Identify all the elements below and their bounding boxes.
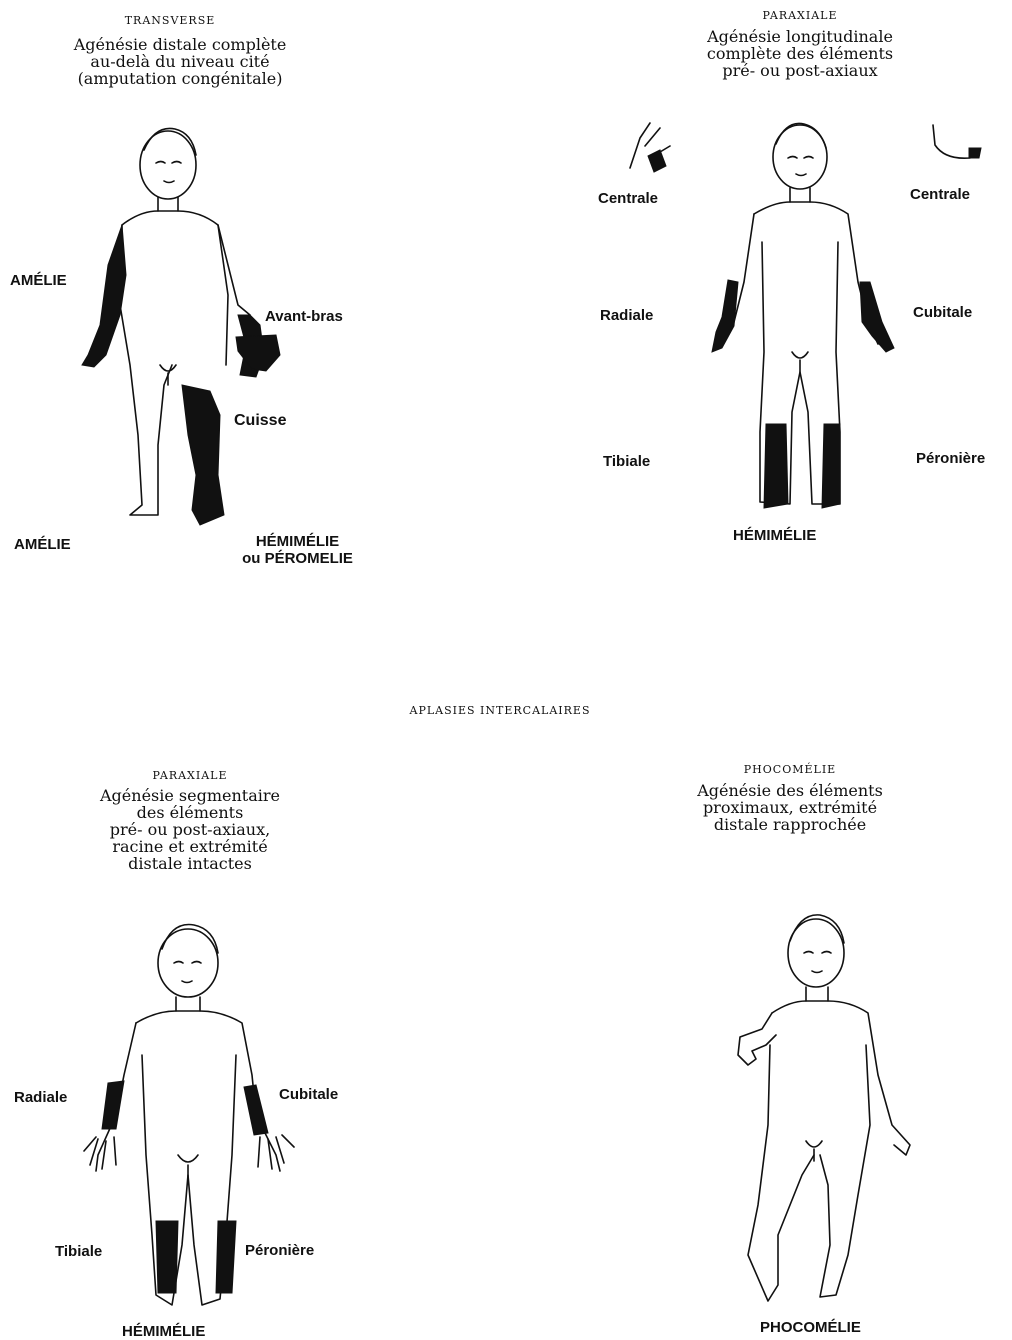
- paraxiale-bottom-description: Agénésie segmentaire des éléments pré- o…: [40, 787, 340, 872]
- paraxiale-bottom-title: PARAXIALE: [115, 769, 265, 782]
- transverse-description: Agénésie distale complète au-delà du niv…: [30, 36, 330, 87]
- paraxiale-top-desc-line: Agénésie longitudinale: [650, 28, 950, 45]
- split-foot-drawing: [925, 120, 985, 170]
- aplasies-intercalaires-title: APLASIES INTERCALAIRES: [350, 704, 650, 717]
- hemimelie-top-label: HÉMIMÉLIE: [733, 527, 816, 544]
- transverse-child-figure: [60, 115, 320, 535]
- split-hand-drawing: [620, 118, 680, 178]
- transverse-desc-line: Agénésie distale complète: [30, 36, 330, 53]
- radiale-top-label: Radiale: [600, 307, 653, 324]
- paraxiale-top-title: PARAXIALE: [725, 9, 875, 22]
- paraxiale-bottom-desc-line: racine et extrémité: [40, 838, 340, 855]
- paraxiale-top-desc-line: pré- ou post-axiaux: [650, 62, 950, 79]
- peroniere-bottom-label: Péronière: [245, 1242, 314, 1259]
- phocomelie-desc-line: proximaux, extrémité: [665, 799, 915, 816]
- paraxiale-bottom-desc-line: pré- ou post-axiaux,: [40, 821, 340, 838]
- cuisse-label: Cuisse: [234, 412, 286, 430]
- radiale-bottom-label: Radiale: [14, 1089, 67, 1106]
- amelie-top-label: AMÉLIE: [10, 272, 67, 289]
- paraxiale-segmentaire-child-figure: [80, 915, 320, 1325]
- amelie-bottom-label: AMÉLIE: [14, 536, 71, 553]
- paraxiale-bottom-desc-line: des éléments: [40, 804, 340, 821]
- paraxiale-top-desc-line: complète des éléments: [650, 45, 950, 62]
- hemimelie-text: HÉMIMÉLIE: [235, 533, 360, 550]
- paraxiale-child-figure: [690, 112, 910, 532]
- peromelie-text: ou PÉROMELIE: [235, 550, 360, 567]
- phocomelie-title: PHOCOMÉLIE: [715, 763, 865, 776]
- centrale-left-label: Centrale: [598, 190, 658, 207]
- phocomelie-description: Agénésie des éléments proximaux, extrémi…: [665, 782, 915, 833]
- tibiale-bottom-label: Tibiale: [55, 1243, 102, 1260]
- cubitale-bottom-label: Cubitale: [279, 1086, 338, 1103]
- phocomelie-desc-line: distale rapprochée: [665, 816, 915, 833]
- cubitale-top-label: Cubitale: [913, 304, 972, 321]
- peroniere-top-label: Péronière: [916, 450, 985, 467]
- phocomelie-child-figure: [718, 905, 928, 1310]
- paraxiale-bottom-desc-line: distale intactes: [40, 855, 340, 872]
- avant-bras-label: Avant-bras: [265, 308, 343, 325]
- centrale-right-label: Centrale: [910, 186, 970, 203]
- paraxiale-top-description: Agénésie longitudinale complète des élém…: [650, 28, 950, 79]
- paraxiale-bottom-desc-line: Agénésie segmentaire: [40, 787, 340, 804]
- hemimelie-bottom-label: HÉMIMÉLIE: [122, 1323, 205, 1340]
- transverse-desc-line: au-delà du niveau cité: [30, 53, 330, 70]
- transverse-desc-line: (amputation congénitale): [30, 70, 330, 87]
- phocomelie-label: PHOCOMÉLIE: [760, 1319, 861, 1336]
- transverse-title: TRANSVERSE: [95, 14, 245, 27]
- hemimelie-label: HÉMIMÉLIE ou PÉROMELIE: [235, 533, 360, 567]
- phocomelie-desc-line: Agénésie des éléments: [665, 782, 915, 799]
- tibiale-top-label: Tibiale: [603, 453, 650, 470]
